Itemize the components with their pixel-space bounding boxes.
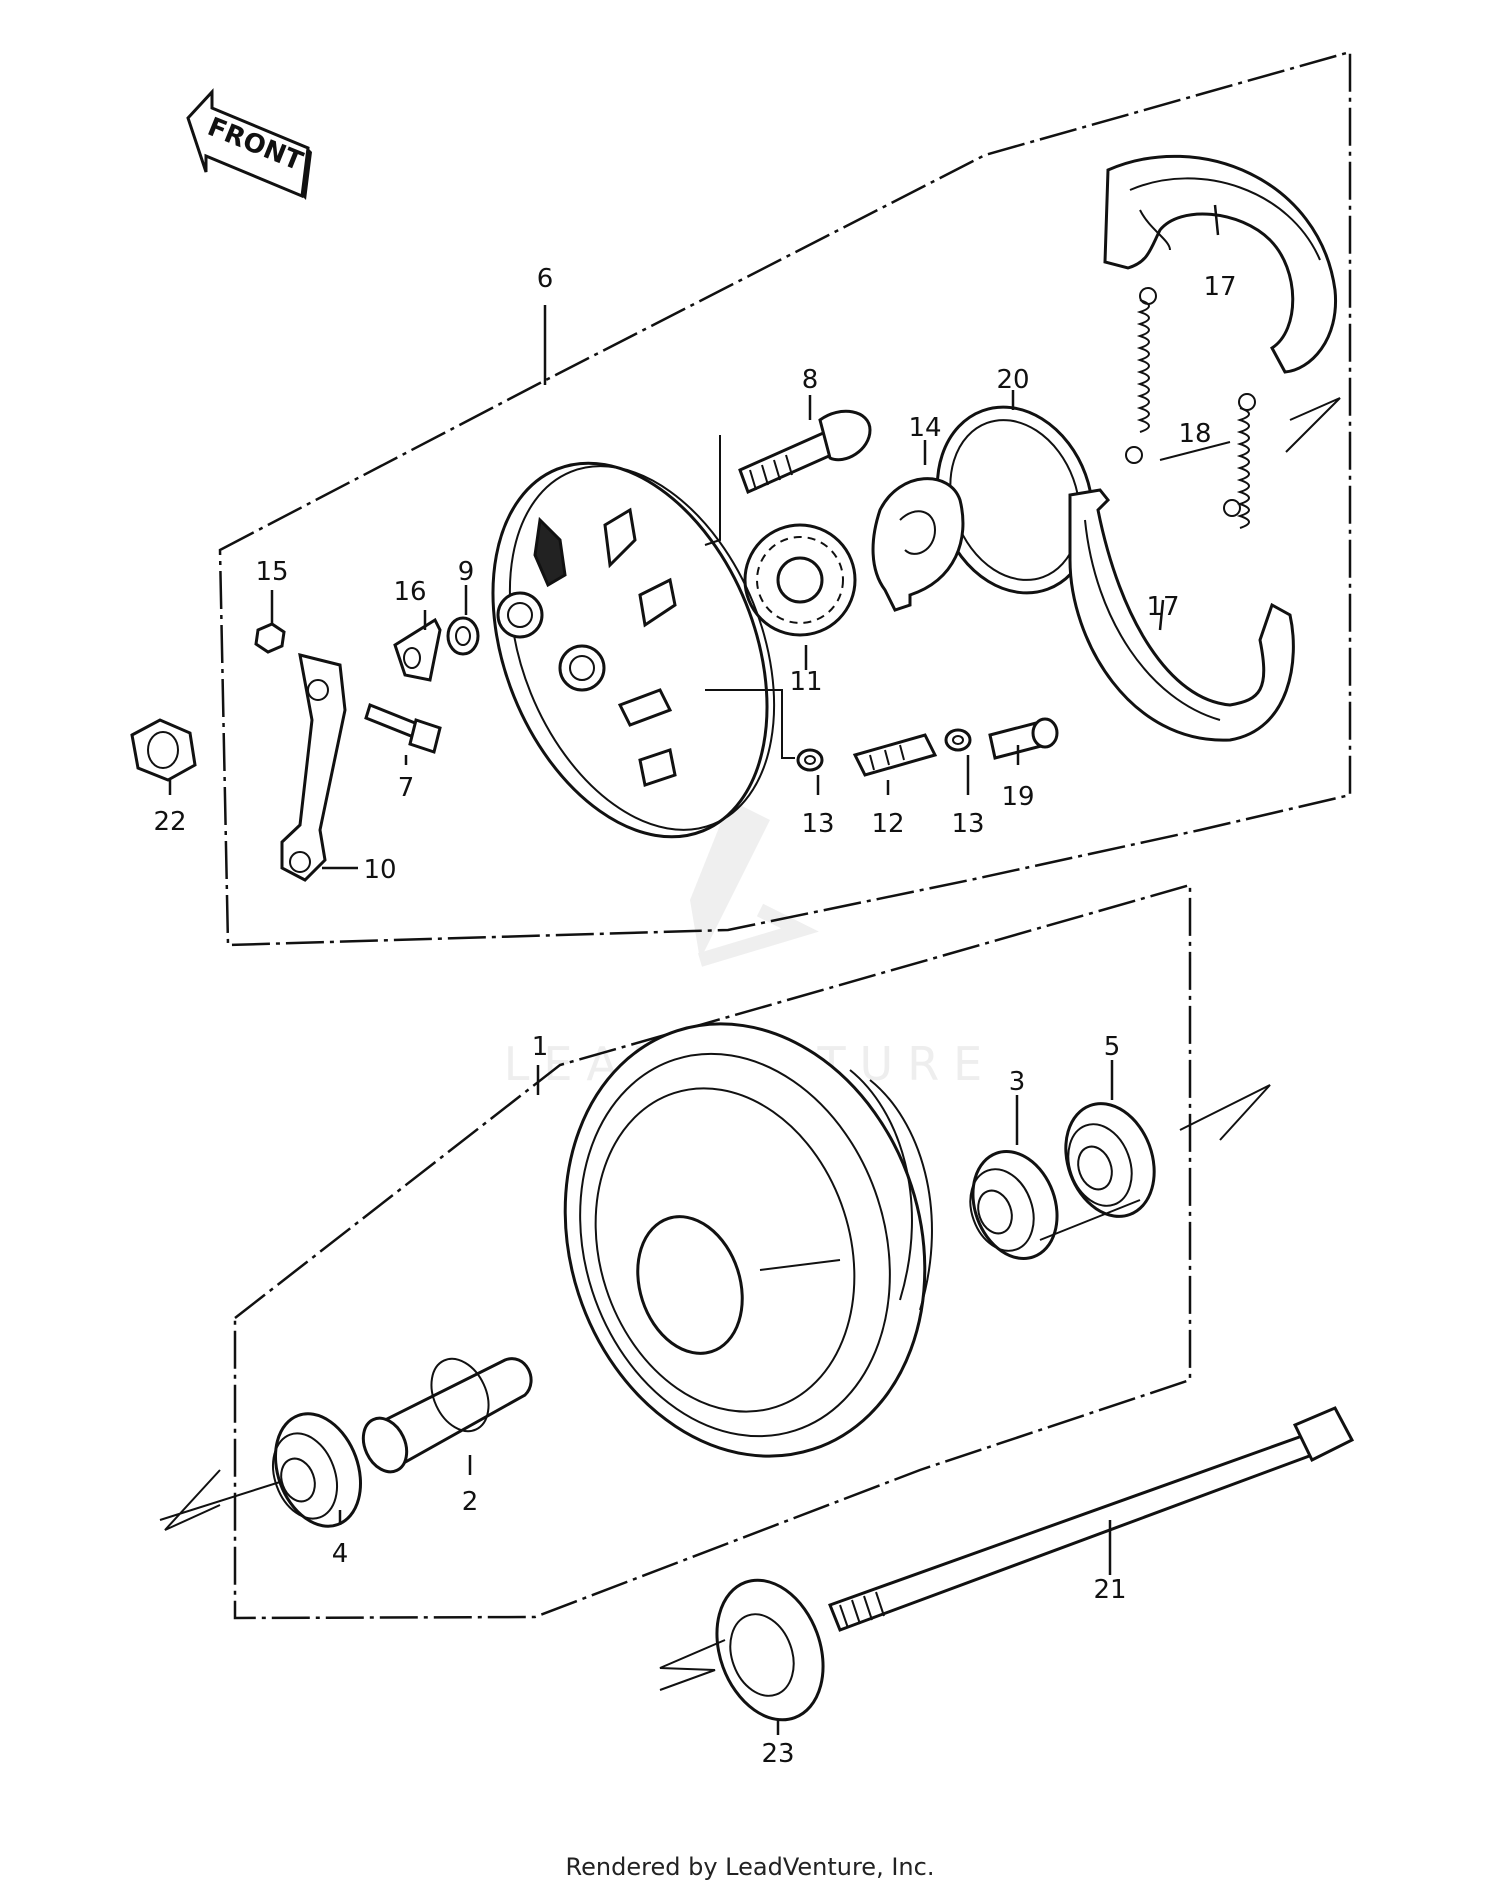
axis-line-left (159, 1469, 281, 1531)
callout-17-lower: 17 (1146, 592, 1179, 622)
brake-shoe-upper (1103, 154, 1338, 374)
callout-10: 10 (363, 855, 396, 885)
cam-pin (852, 733, 938, 777)
oil-seal-5 (1064, 1102, 1156, 1218)
axis-line-18 (1285, 397, 1341, 453)
brake-panel-plate (491, 461, 776, 839)
callouts: 6 8 14 20 17 18 17 9 16 15 7 10 11 13 12… (153, 264, 1236, 1769)
callout-12: 12 (871, 809, 904, 839)
nut-15 (254, 622, 286, 654)
callout-11: 11 (789, 667, 822, 697)
callout-6: 6 (537, 264, 554, 294)
collar-2 (361, 1357, 533, 1474)
callout-15: 15 (255, 557, 288, 587)
axis-line-23 (659, 1639, 726, 1691)
axis-line-upper-right (1039, 1084, 1271, 1241)
axle-21 (828, 1406, 1355, 1632)
brake-panel-outline (218, 50, 1352, 947)
washer-9 (446, 616, 480, 656)
pivot-pin (988, 717, 1059, 760)
callout-2: 2 (462, 1487, 479, 1517)
callout-8: 8 (802, 365, 819, 395)
brake-shoe-lower (1068, 488, 1295, 742)
axle-nut-22 (130, 718, 197, 782)
leader-18-b (1159, 441, 1231, 461)
lever-arm (280, 652, 347, 882)
camshaft (738, 409, 872, 495)
callout-7: 7 (398, 773, 415, 803)
callout-4: 4 (332, 1539, 349, 1569)
callout-21: 21 (1093, 1575, 1126, 1605)
washer-13b (944, 728, 972, 752)
callout-9: 9 (458, 557, 475, 587)
leader-13a (705, 689, 795, 759)
bearing-4 (272, 1412, 363, 1528)
spring-upper (1125, 287, 1157, 464)
lock-plate (871, 477, 965, 612)
spacer-23 (715, 1578, 825, 1722)
callout-1: 1 (532, 1032, 549, 1062)
callout-22: 22 (153, 807, 186, 837)
callout-20: 20 (996, 365, 1029, 395)
spring-lower (1223, 393, 1256, 529)
front-arrow-icon: FRONT (186, 88, 312, 200)
callout-13-right: 13 (951, 809, 984, 839)
bearing-3 (969, 1150, 1059, 1260)
callout-3: 3 (1009, 1067, 1026, 1097)
callout-5: 5 (1104, 1032, 1121, 1062)
wheel-hub (563, 1022, 933, 1458)
callout-13-left: 13 (801, 809, 834, 839)
washer-13a (796, 748, 824, 772)
indicator-plate-16 (393, 617, 442, 682)
footer-credit: Rendered by LeadVenture, Inc. (566, 1853, 935, 1881)
callout-19: 19 (1001, 782, 1034, 812)
callout-16: 16 (393, 577, 426, 607)
leader-lines (168, 204, 1220, 1735)
callout-18: 18 (1178, 419, 1211, 449)
wear-indicator-gear (743, 523, 857, 637)
callout-17-upper: 17 (1203, 272, 1236, 302)
callout-23: 23 (761, 1739, 794, 1769)
leader-8-panel (704, 435, 721, 546)
callout-14: 14 (908, 413, 941, 443)
bolt-7 (364, 703, 442, 754)
